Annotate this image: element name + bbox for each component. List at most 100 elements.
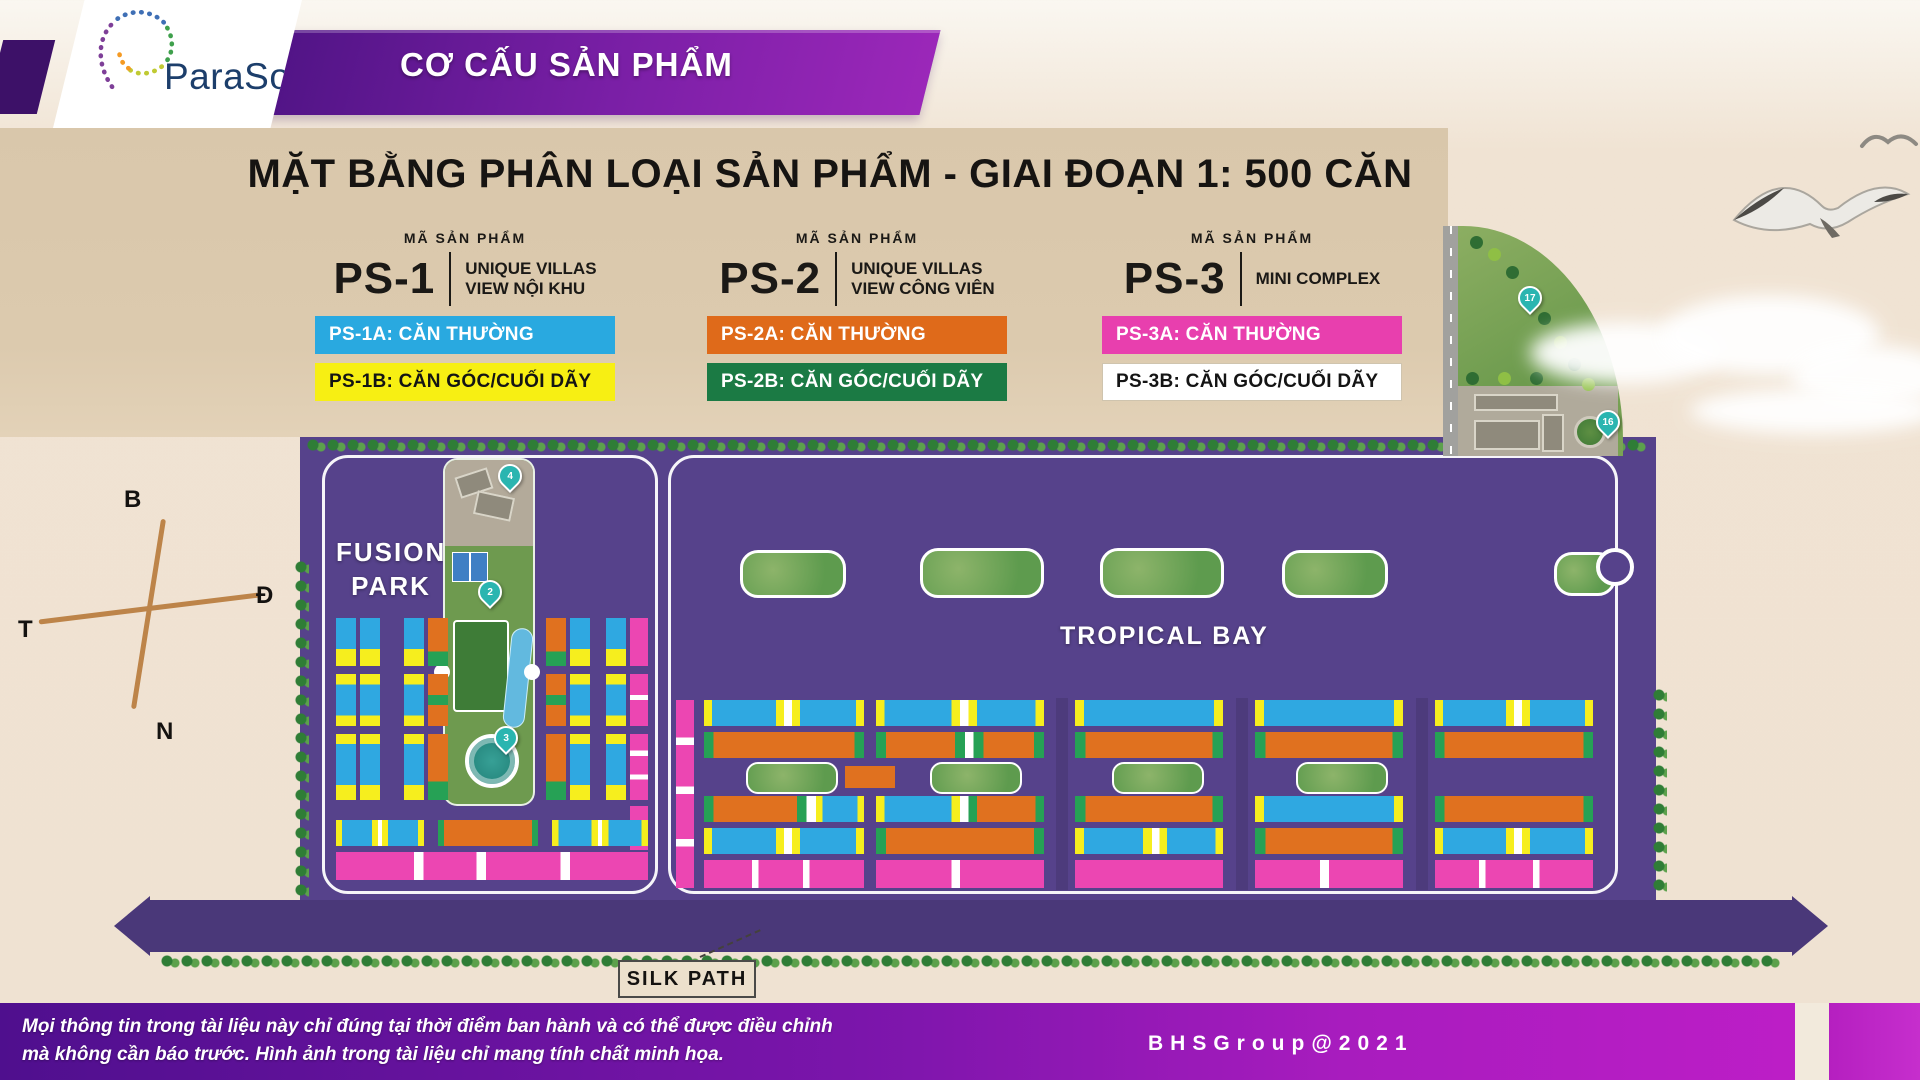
footer-disclaimer: Mọi thông tin trong tài liệu này chỉ đún… [22,1016,833,1065]
seagull-icon [1732,186,1911,238]
unit-block [1435,796,1593,822]
unit-block [428,618,448,666]
unit-block [360,674,380,726]
unit-block [546,674,566,726]
unit-block [630,618,648,666]
unit-block [404,674,424,726]
page-title: MẶT BẰNG PHÂN LOẠI SẢN PHẨM - GIAI ĐOẠN … [247,152,1413,196]
precinct-fusion-park [322,455,658,894]
tennis-court [470,552,488,582]
unit-block [570,674,590,726]
unit-block [1255,828,1403,854]
unit-block [606,734,626,800]
footer-copyright: BHSGroup@2021 [1148,1032,1414,1055]
hedge-bottom [160,954,1780,968]
road-arrow-left [114,896,150,956]
unit-block [336,852,648,880]
park-building [1542,414,1564,452]
unit-block [606,674,626,726]
compass-north: B [124,486,142,513]
tropical-bay-label: TROPICAL BAY [1060,622,1269,650]
compass: B Đ T N [0,470,290,760]
unit-block [1075,828,1223,854]
legend-chip-ps2b: PS-2B: CĂN GÓC/CUỐI DÃY [707,363,1007,401]
park-island [1296,762,1388,794]
park-island [1100,548,1224,598]
sports-field [453,620,509,712]
product-col-ps2: MÃ SẢN PHẨM PS-2 UNIQUE VILLAS VIEW CÔNG… [707,230,1007,410]
small-bird-icon [1860,134,1918,148]
unit-block [606,618,626,666]
unit-block [1255,796,1403,822]
unit-block [1435,860,1593,888]
product-desc: UNIQUE VILLAS VIEW NỘI KHU [465,259,597,298]
unit-block [428,734,448,800]
unit-block [546,618,566,666]
divider [449,252,452,306]
logo-chip: ParaSol [52,0,302,132]
unit-block [1075,732,1223,758]
unit-block [1255,700,1403,726]
header-left-wedge [0,40,56,114]
brand-name: ParaSol [164,56,300,97]
legend-chip-ps3a: PS-3A: CĂN THƯỜNG [1102,316,1402,354]
unit-block [630,734,648,800]
product-code: PS-3 [1123,254,1226,303]
compass-east: Đ [256,582,274,609]
unit-block [876,700,1044,726]
unit-block [360,734,380,800]
unit-block [570,734,590,800]
unit-block [552,820,648,846]
internal-road [1056,698,1068,890]
unit-block [336,618,356,666]
unit-block [876,860,1044,888]
park-island [740,550,846,598]
park-building [1474,420,1540,450]
unit-block [336,734,356,800]
hedge-left [294,560,309,900]
park-island [930,762,1022,794]
unit-block [360,618,380,666]
product-desc: MINI COMPLEX [1255,269,1381,289]
unit-block [336,820,424,846]
unit-block [546,734,566,800]
unit-block [1075,700,1223,726]
unit-block [704,796,864,822]
silk-path-road [150,900,1792,952]
cloud [1690,388,1920,434]
compass-south: N [156,718,174,745]
unit-block [1255,732,1403,758]
product-code: PS-2 [719,254,822,303]
unit-block [428,674,448,726]
silk-path-label: SILK PATH [618,960,756,998]
unit-block [438,820,538,846]
product-desc: UNIQUE VILLAS VIEW CÔNG VIÊN [851,259,995,298]
footer-accent-block [1829,1003,1920,1080]
divider [1239,252,1242,306]
park-island [1112,762,1204,794]
compass-west: T [18,616,33,643]
unit-block [845,766,895,788]
park-gate [524,664,540,680]
unit-block [704,860,864,888]
unit-block [404,734,424,800]
precinct-tropical-bay [668,455,1618,894]
code-label: MÃ SẢN PHẨM [1190,230,1314,246]
park-building [1474,394,1558,411]
roundabout [1596,548,1634,586]
park-island [920,548,1044,598]
footer-gap [1795,1003,1829,1080]
unit-block [1075,860,1223,888]
unit-block [1435,700,1593,726]
unit-block [570,618,590,666]
unit-block [704,828,864,854]
unit-block [1075,796,1223,822]
product-code: PS-1 [333,254,436,303]
header-banner-title: CƠ CẤU SẢN PHẨM [400,46,733,83]
tennis-court [452,552,470,582]
hedge-right [1652,688,1667,898]
unit-block [336,674,356,726]
divider [835,252,838,306]
unit-block [676,700,694,888]
road-arrow-right [1792,896,1828,956]
